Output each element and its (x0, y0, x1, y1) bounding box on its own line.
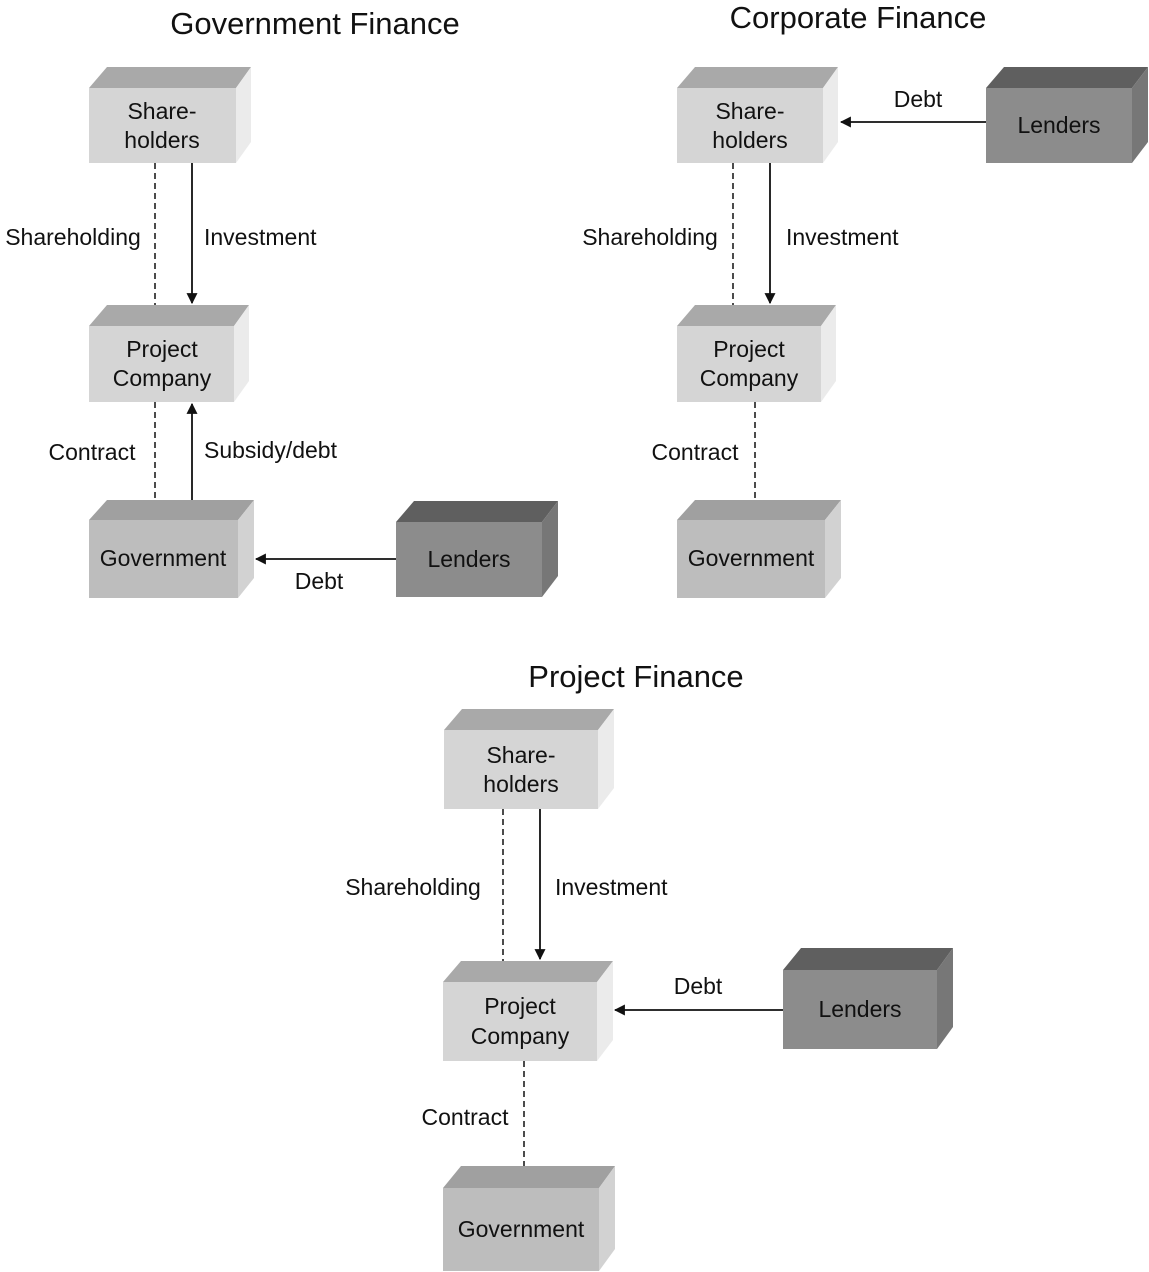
gov-project-company-label-line2: Company (113, 365, 212, 391)
proj-lenders-box: Lenders (783, 948, 953, 1049)
gov-government-label: Government (100, 545, 227, 571)
government-finance-title: Government Finance (170, 6, 459, 41)
proj-contract-label: Contract (422, 1104, 510, 1130)
gov-project-company-box: Project Company (89, 305, 249, 402)
corp-shareholders-box: Share- holders (677, 67, 838, 163)
proj-project-company-box: Project Company (443, 961, 613, 1061)
project-finance-diagram: Project Finance Share- holders Project C… (345, 659, 953, 1271)
corp-project-company-label-line1: Project (713, 336, 785, 362)
corp-lenders-label: Lenders (1017, 112, 1100, 138)
gov-contract-label: Contract (49, 439, 137, 465)
gov-shareholders-label-line1: Share- (127, 98, 196, 124)
proj-shareholding-label: Shareholding (345, 874, 481, 900)
corp-government-box: Government (677, 500, 841, 598)
proj-shareholders-label-line2: holders (483, 771, 558, 797)
gov-lenders-box: Lenders (396, 501, 558, 597)
gov-investment-label: Investment (204, 224, 317, 250)
proj-shareholders-label-line1: Share- (486, 742, 555, 768)
corp-government-label: Government (688, 545, 815, 571)
proj-government-box: Government (443, 1166, 615, 1271)
gov-shareholders-label-line2: holders (124, 127, 199, 153)
proj-lenders-label: Lenders (818, 996, 901, 1022)
corporate-finance-title: Corporate Finance (730, 0, 987, 35)
corp-shareholders-label-line1: Share- (715, 98, 784, 124)
gov-subsidy-debt-label: Subsidy/debt (204, 437, 338, 463)
proj-government-label: Government (458, 1216, 585, 1242)
gov-lenders-label: Lenders (427, 546, 510, 572)
gov-government-box: Government (89, 500, 254, 598)
corp-lenders-box: Lenders (986, 67, 1148, 163)
corp-shareholding-label: Shareholding (582, 224, 718, 250)
corp-contract-label: Contract (652, 439, 740, 465)
corp-project-company-box: Project Company (677, 305, 836, 402)
gov-debt-label: Debt (295, 568, 344, 594)
proj-project-company-label-line1: Project (484, 993, 556, 1019)
proj-debt-label: Debt (674, 973, 723, 999)
corp-project-company-label-line2: Company (700, 365, 799, 391)
proj-investment-label: Investment (555, 874, 668, 900)
gov-project-company-label-line1: Project (126, 336, 198, 362)
corporate-finance-diagram: Corporate Finance Share- holders Lenders… (582, 0, 1148, 598)
corp-investment-label: Investment (786, 224, 899, 250)
gov-shareholding-label: Shareholding (5, 224, 141, 250)
government-finance-diagram: Government Finance Share- holders Projec… (5, 6, 558, 598)
proj-shareholders-box: Share- holders (444, 709, 614, 809)
gov-shareholders-box: Share- holders (89, 67, 251, 163)
corp-debt-label: Debt (894, 86, 943, 112)
proj-project-company-label-line2: Company (471, 1023, 570, 1049)
corp-shareholders-label-line2: holders (712, 127, 787, 153)
project-finance-title: Project Finance (528, 659, 743, 694)
